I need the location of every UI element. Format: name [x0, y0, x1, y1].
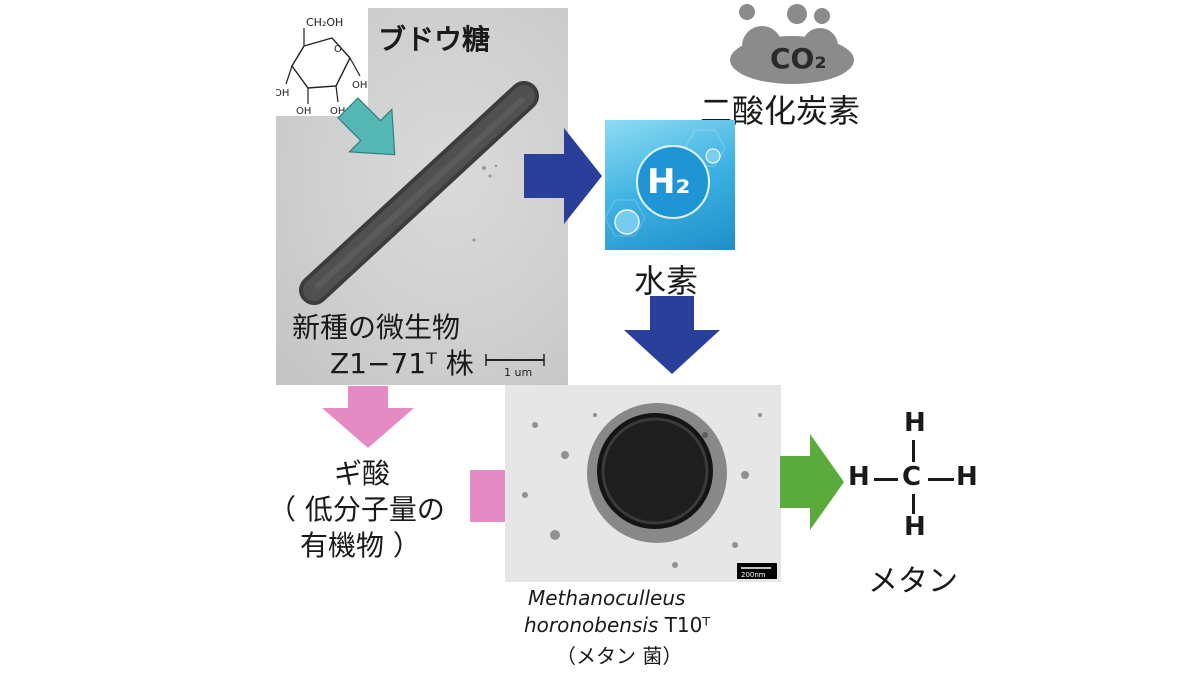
methane-structure: H H C H H	[846, 408, 986, 544]
scale-bar-1um-label: 1 um	[504, 366, 532, 379]
microbe-label-line2: Z1−71ᵀ 株	[330, 347, 474, 380]
co2-cloud: CO₂	[722, 0, 862, 90]
glucose-structure: CH₂OH O OH OH OH OH	[274, 8, 368, 117]
hydrogen-image: H₂	[604, 120, 735, 250]
methane-atom-left: H	[848, 462, 870, 492]
scale-bar-1um: 1 um	[485, 354, 545, 379]
methane-atom-top: H	[904, 408, 926, 438]
teal-arrow	[337, 97, 396, 156]
bacterium-micrograph: CH₂OH O OH OH OH OH 1 um	[274, 8, 568, 385]
methanogen-species-name: horonobensis	[524, 613, 659, 637]
glucose-oh-label-2: OH	[296, 106, 311, 117]
co2-cloud-svg	[730, 4, 854, 84]
glucose-ch2oh-label: CH₂OH	[306, 16, 343, 29]
glucose-label: ブドウ糖	[378, 23, 491, 56]
green-arrow-right	[780, 434, 844, 530]
hydrogen-label: 水素	[634, 262, 699, 300]
glucose-oh-label-1: OH	[276, 88, 289, 99]
methanogen-genus-label: Methanoculleus	[528, 586, 686, 610]
methane-atom-bottom: H	[904, 512, 926, 542]
methane-atom-center: C	[902, 462, 922, 492]
scale-bar-200nm-label: 200nm	[741, 571, 766, 579]
methanogen-common-name: （メタン 菌）	[556, 644, 683, 668]
blue-arrow-down	[624, 296, 720, 374]
microbe-label-line1: 新種の微生物	[292, 311, 461, 344]
methanogen-micrograph: 200nm	[505, 385, 781, 582]
methanogen-micrograph-svg: 200nm	[522, 403, 777, 579]
small-bubble	[614, 209, 640, 235]
tiny-bubble	[705, 148, 721, 164]
glucose-ring-o-label: O	[334, 44, 342, 55]
methane-label: メタン	[868, 564, 958, 599]
blue-arrow-right	[524, 128, 602, 224]
methanogen-species-line: horonobensis T10ᵀ	[524, 613, 710, 637]
scale-bar-200nm-box	[737, 563, 777, 579]
methane-atom-right: H	[956, 462, 978, 492]
hydrogen-image-svg	[604, 129, 726, 237]
formic-acid-desc-line2: 有機物 ）	[300, 529, 421, 562]
formic-acid-label: ギ酸	[334, 457, 391, 490]
pink-arrow-down	[322, 386, 414, 448]
methanogen-cell-inner	[601, 417, 709, 525]
bond-right	[928, 478, 954, 481]
formic-acid-desc-line1: （ 低分子量の	[268, 493, 445, 526]
glucose-oh-label-3: OH	[330, 106, 345, 117]
methanogen-strain: T10ᵀ	[658, 613, 711, 637]
cloud-shape	[730, 4, 854, 84]
bond-top	[912, 440, 915, 462]
bond-bottom	[912, 494, 915, 514]
glucose-oh-label-4: OH	[352, 80, 367, 91]
bond-left	[874, 478, 898, 481]
rod-bacterium	[299, 81, 539, 305]
hydrogen-badge: H₂	[647, 162, 691, 202]
co2-badge: CO₂	[770, 42, 827, 75]
bacterium-micrograph-svg: CH₂OH O OH OH OH OH 1 um	[274, 8, 545, 379]
